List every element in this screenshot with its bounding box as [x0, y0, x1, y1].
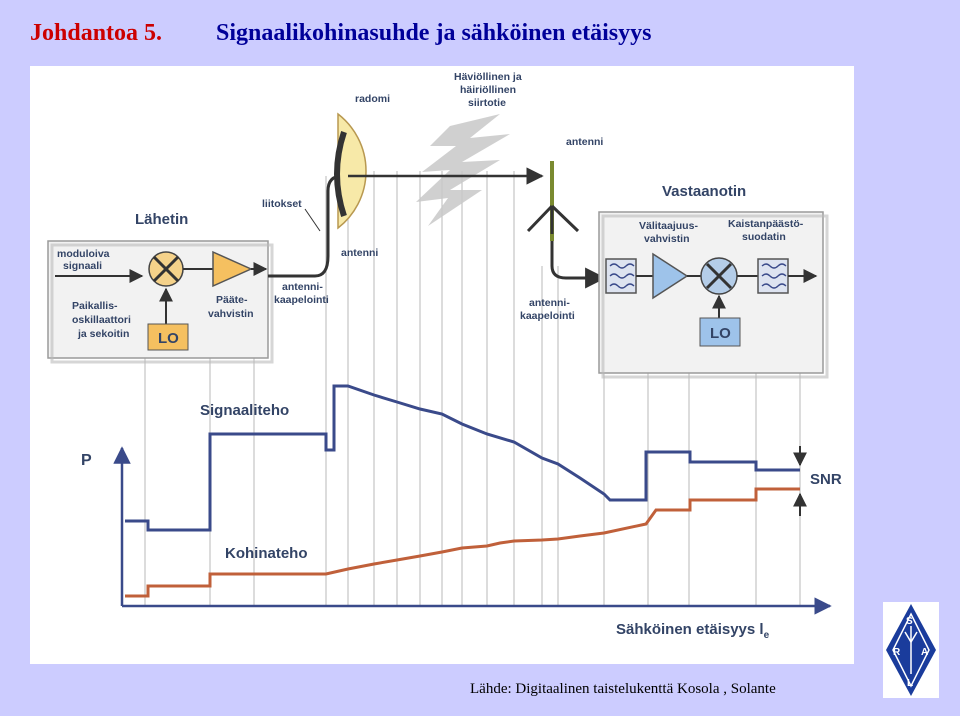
- transmitter-label: Lähetin: [135, 211, 188, 228]
- final-amplifier-label-2: vahvistin: [208, 308, 254, 320]
- local-oscillator-label-1: Paikallis-: [72, 300, 118, 312]
- if-amplifier-label-1: Välitaajuus-: [639, 220, 698, 232]
- logo-letter-l: L: [907, 678, 913, 689]
- power-amplifier-icon: [212, 250, 253, 288]
- final-amplifier-label-1: Pääte-: [216, 294, 248, 306]
- snr-label: SNR: [810, 471, 842, 488]
- filter-2-icon: [757, 258, 789, 294]
- distance-axis-subscript: e: [764, 630, 770, 641]
- if-amplifier-label-2: vahvistin: [644, 233, 690, 245]
- lossy-path-label-1: Häviöllinen ja: [454, 71, 522, 83]
- bandpass-filter-label-1: Kaistanpäästö-: [728, 218, 804, 230]
- bandpass-filter-label-2: suodatin: [742, 231, 786, 243]
- source-citation: Lähde: Digitaalinen taistelukenttä Kosol…: [470, 681, 776, 697]
- tx-cable: [268, 174, 343, 278]
- logo-letter-s: S: [906, 616, 913, 627]
- local-oscillator-label-3: ja sekoitin: [77, 328, 129, 340]
- receiver-box: [598, 211, 829, 379]
- antenna-rx-label: antenni: [566, 136, 603, 148]
- sral-logo: S R A L: [883, 602, 939, 698]
- logo-letter-a: A: [921, 647, 928, 658]
- dish-antenna-icon: [334, 131, 347, 217]
- mixer-rx-icon: [700, 257, 738, 295]
- modulating-signal-label-2: signaali: [63, 260, 102, 272]
- receiver-label: Vastaanotin: [662, 183, 746, 200]
- cabling-tx-label-2: kaapelointi: [274, 294, 329, 306]
- lo-tx-label: LO: [158, 330, 179, 347]
- snr-diagram: Lähetin moduloiva signaali LO Paikallis-…: [30, 66, 854, 664]
- distance-axis-text: Sähköinen etäisyys l: [616, 621, 764, 638]
- slide-title: Signaalikohinasuhde ja sähköinen etäisyy…: [216, 20, 652, 46]
- connections-label: liitokset: [262, 198, 302, 210]
- rx-cable: [550, 241, 607, 289]
- lossy-path-label-2: häiriöllinen: [460, 84, 516, 96]
- filter-1-icon: [605, 258, 637, 294]
- noise-level-label: Kohinateho: [225, 545, 308, 562]
- lo-rx-box: [699, 317, 741, 347]
- cabling-tx-label-1: antenni-: [282, 281, 323, 293]
- slide-title-number: Johdantoa 5.: [30, 20, 163, 46]
- signal-level-label: Signaaliteho: [200, 402, 289, 419]
- interference-icon: [416, 114, 510, 226]
- local-oscillator-label-2: oskillaattori: [72, 314, 131, 326]
- cabling-rx-label-2: kaapelointi: [520, 310, 575, 322]
- if-amplifier-icon: [652, 252, 689, 300]
- lo-tx-box: [147, 323, 189, 351]
- distance-axis-label: Sähköinen etäisyys le: [616, 621, 770, 641]
- signal-level-line: [125, 384, 800, 532]
- mixer-tx-icon: [148, 251, 184, 287]
- lossy-path-label-3: siirtotie: [468, 97, 506, 109]
- rx-antenna-icon: [526, 161, 580, 241]
- p-axis-label: P: [81, 452, 92, 469]
- lo-rx-label: LO: [710, 325, 731, 342]
- radome-label: radomi: [355, 93, 390, 105]
- noise-level-line: [125, 487, 800, 598]
- modulating-signal-label-1: moduloiva: [57, 248, 110, 260]
- logo-letter-r: R: [893, 647, 901, 658]
- guide-lines: [144, 171, 801, 606]
- antenna-tx-label: antenni: [341, 247, 378, 259]
- cabling-rx-label-1: antenni-: [529, 297, 570, 309]
- radome-icon: [337, 112, 367, 230]
